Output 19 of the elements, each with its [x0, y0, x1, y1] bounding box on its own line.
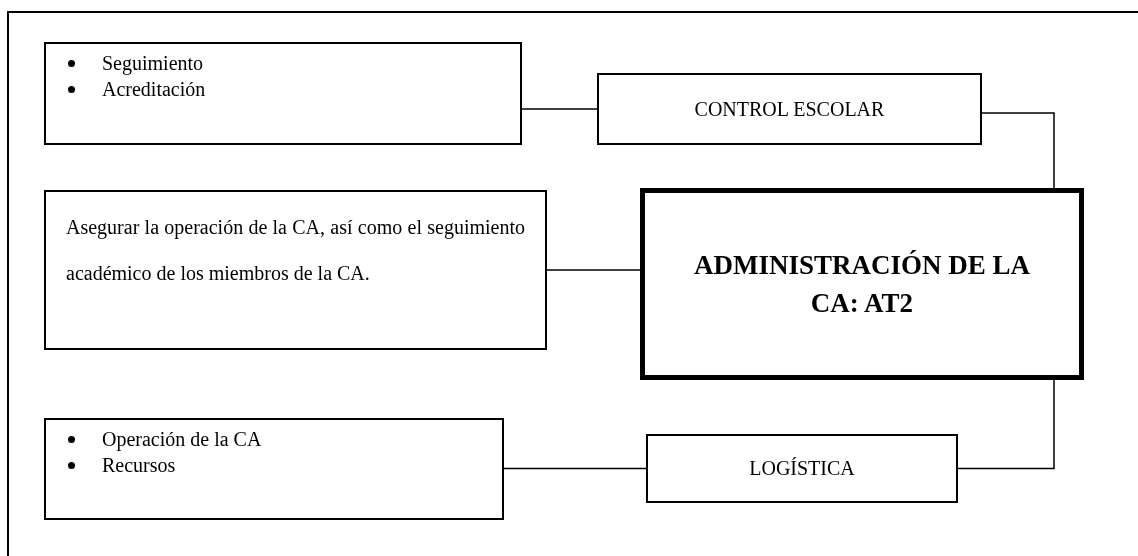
- connector-line: [521, 108, 598, 110]
- main-box: [640, 188, 1084, 380]
- box-label: CONTROL ESCOLAR: [694, 97, 885, 121]
- list-item: Recursos: [56, 452, 492, 478]
- text-box: [44, 190, 547, 350]
- box-label: LOGÍSTICA: [749, 457, 855, 480]
- list-item: Operación de la CA: [56, 426, 492, 452]
- process-box: [646, 434, 958, 503]
- box-label: ADMINISTRACIÓN DE LA CA: AT2: [692, 249, 1031, 320]
- connector-line: [503, 467, 647, 470]
- list-item: Seguimiento: [56, 50, 510, 76]
- connector-line: [546, 269, 641, 271]
- connector-line: [981, 112, 1055, 189]
- bullet-list-box: [44, 418, 504, 520]
- bullet-list-box: [44, 42, 522, 145]
- process-box: [597, 73, 982, 145]
- list-item: Acreditación: [56, 76, 510, 102]
- description-text: Asegurar la operación de la CA, así como el seguimiento académico de los miembros de la CA.: [66, 216, 525, 284]
- connector-line: [957, 379, 1055, 470]
